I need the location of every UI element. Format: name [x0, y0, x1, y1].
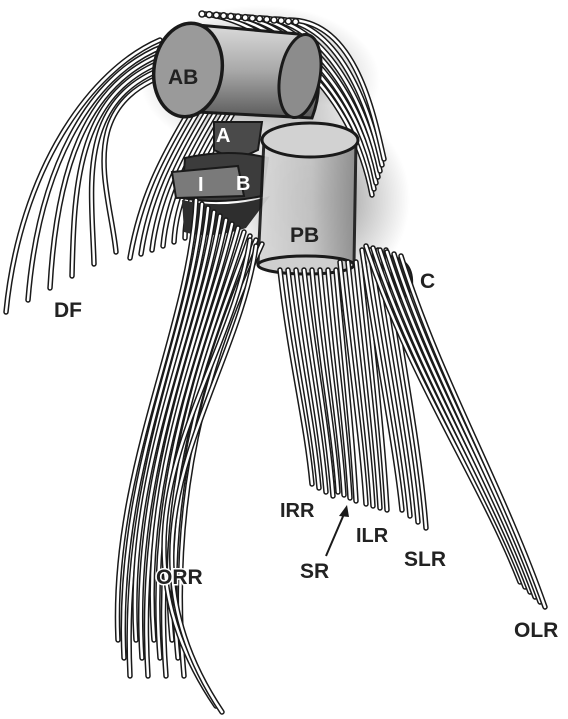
label-b: B [236, 173, 250, 195]
label-sr: SR [300, 560, 329, 583]
irr-fiber [293, 267, 329, 495]
fiber-bead [198, 10, 206, 18]
orr-fiber [149, 221, 235, 643]
fiber-bead [205, 10, 213, 19]
fiber-bead [284, 17, 293, 25]
fiber-bundle-front [114, 197, 548, 715]
orr-fiber [160, 229, 247, 679]
orr-fiber [137, 213, 223, 661]
fiber-bead [234, 13, 242, 21]
fiber-bead [277, 16, 285, 25]
df-fiber [101, 67, 183, 255]
label-ilr: ILR [356, 525, 389, 547]
label-a: A [216, 125, 230, 147]
ilr-fiber [337, 259, 369, 507]
olr-fiber [391, 251, 543, 605]
fiber-bead [270, 16, 278, 24]
orr-fiber [161, 237, 253, 709]
pb-cylinder [256, 121, 360, 276]
fiber-bead [248, 14, 257, 22]
df-fiber [25, 43, 167, 303]
slr-fiber [359, 247, 405, 513]
label-ab: AB [168, 66, 198, 89]
fiber-bead [219, 12, 228, 20]
sr-fiber [309, 267, 341, 495]
label-c: C [420, 270, 435, 293]
orr-fiber [132, 209, 217, 643]
label-irr: IRR [280, 500, 315, 522]
irr-fiber [285, 267, 322, 491]
orr-fiber [114, 197, 199, 643]
df-fiber [47, 49, 171, 291]
ab-arc-fiber [286, 17, 387, 162]
fiber-bead [291, 18, 300, 26]
orr-fiber [120, 201, 205, 661]
df-inner-fiber [149, 107, 211, 253]
slr-fiber [367, 247, 413, 519]
fiber-bead [241, 13, 249, 22]
label-pb: PB [290, 224, 319, 247]
ilr-fiber [353, 259, 383, 511]
df-fiber [3, 37, 163, 315]
olr-fiber [398, 253, 548, 610]
label-orr: ORR [156, 566, 203, 589]
df-inner-fiber [138, 107, 202, 257]
sr-fiber [325, 267, 353, 501]
olr-fiber [384, 249, 538, 600]
orr-fiber [155, 225, 241, 661]
fiber-bead [227, 12, 235, 21]
df-inner-fiber [127, 107, 193, 261]
sr-pointer-arrow [325, 505, 349, 557]
irr-fiber [277, 267, 315, 487]
olr-fiber [370, 245, 528, 590]
ilr-fiber [345, 259, 376, 509]
sr-fiber [333, 267, 359, 504]
olr-fiber [377, 247, 533, 595]
label-olr: OLR [514, 619, 558, 642]
df-fiber [88, 61, 179, 267]
orr-fiber [143, 217, 229, 679]
fiber-bead [255, 15, 264, 23]
olr-fiber [363, 243, 523, 585]
orr-fiber [126, 205, 211, 679]
df-fiber [69, 55, 175, 279]
label-slr: SLR [404, 548, 446, 571]
fiber-bead [263, 15, 271, 24]
fiber-bead [212, 11, 221, 19]
sr-fiber [317, 267, 347, 498]
ab-cylinder [151, 21, 323, 120]
label-i: I [198, 174, 204, 196]
irr-fiber [301, 267, 336, 499]
label-df: DF [54, 299, 82, 322]
orr-fiber [169, 243, 259, 715]
